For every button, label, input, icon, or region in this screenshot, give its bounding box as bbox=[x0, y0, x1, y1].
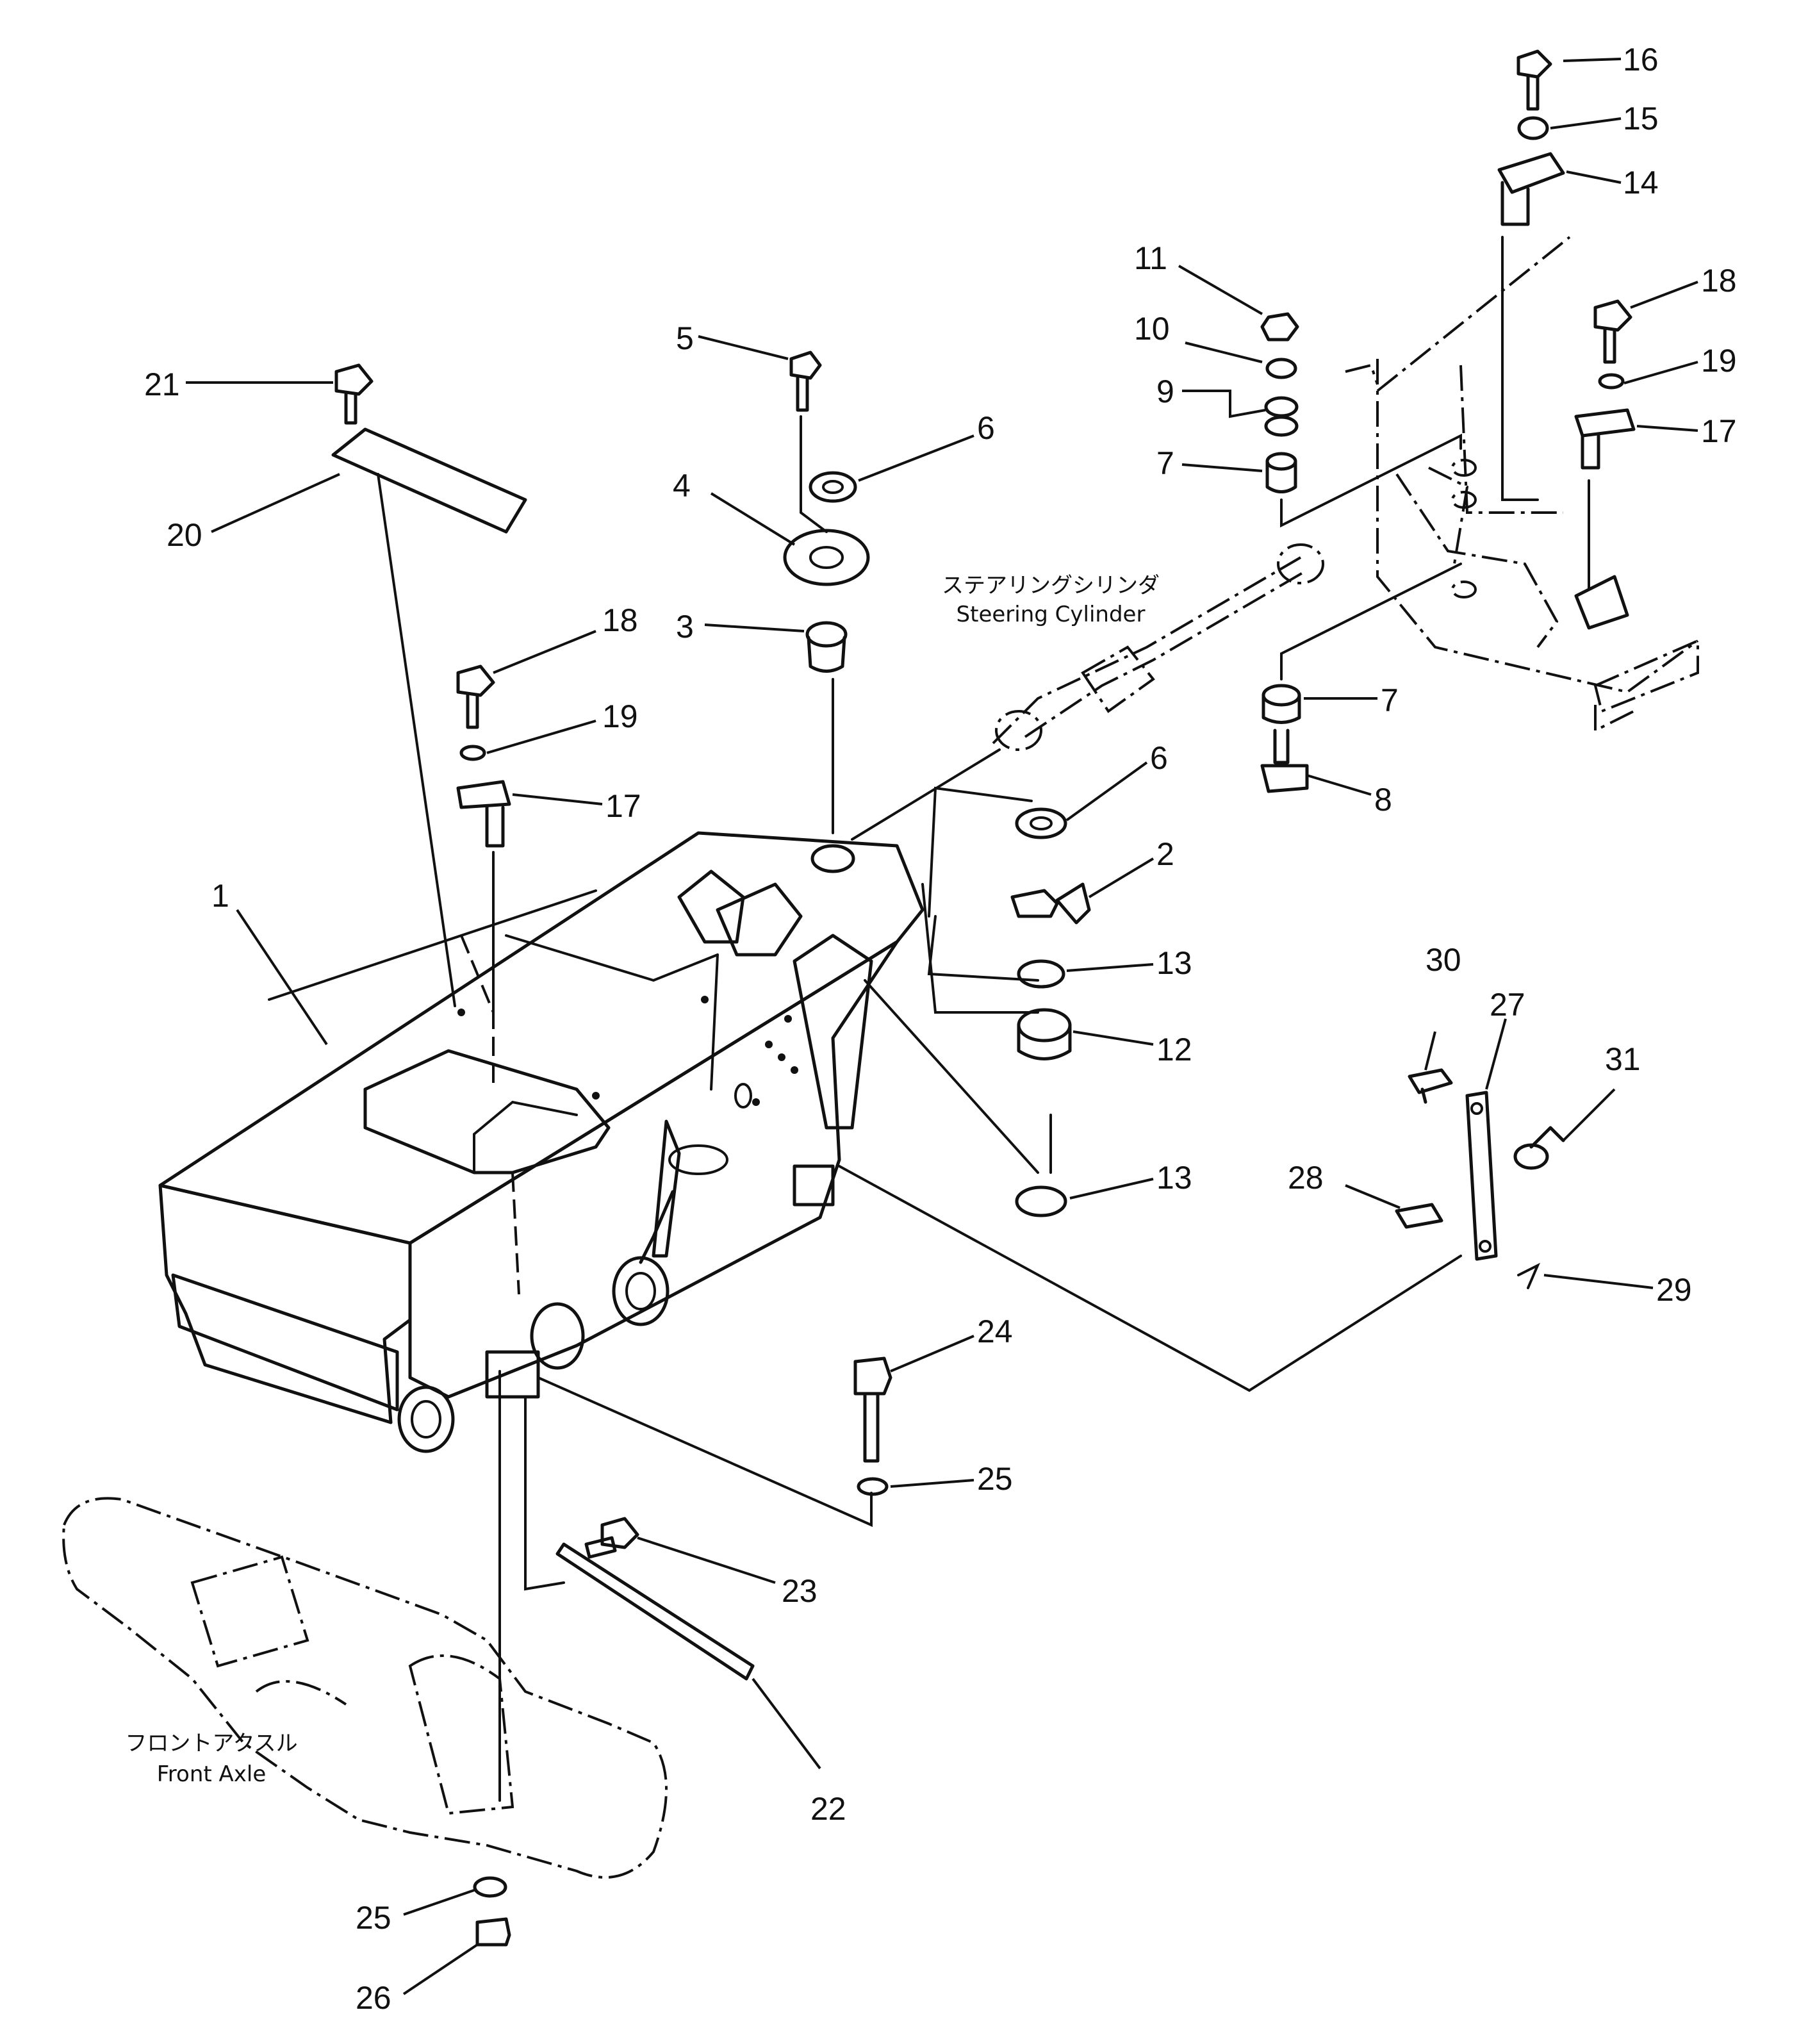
callout-17-left: 17 bbox=[605, 788, 641, 824]
callout-18-left: 18 bbox=[602, 602, 638, 638]
callout-5: 5 bbox=[676, 320, 694, 356]
callout-17-right: 17 bbox=[1701, 413, 1737, 449]
callout-3: 3 bbox=[676, 609, 694, 645]
callout-26: 26 bbox=[356, 1980, 391, 2016]
callout-12: 12 bbox=[1156, 1032, 1192, 1067]
callout-13-upper: 13 bbox=[1156, 945, 1192, 981]
callout-27: 27 bbox=[1490, 987, 1525, 1023]
steering-cylinder-caption-en: Steering Cylinder bbox=[957, 602, 1146, 627]
callout-8: 8 bbox=[1374, 782, 1392, 818]
callout-18-right: 18 bbox=[1701, 263, 1737, 299]
callout-19-right: 19 bbox=[1701, 343, 1737, 379]
callout-25-right: 25 bbox=[977, 1461, 1013, 1497]
front-axle-caption-jp: フロントアクスル bbox=[125, 1731, 297, 1756]
callout-29: 29 bbox=[1656, 1272, 1692, 1308]
callout-11: 11 bbox=[1134, 240, 1167, 276]
callout-16: 16 bbox=[1623, 42, 1659, 78]
small-parts bbox=[331, 49, 1636, 1947]
leader-lines bbox=[186, 58, 1698, 1995]
callout-21: 21 bbox=[144, 367, 180, 402]
front-axle bbox=[62, 1497, 668, 1879]
rear-frame bbox=[1345, 236, 1699, 733]
callout-22: 22 bbox=[810, 1791, 846, 1827]
callout-13-lower: 13 bbox=[1156, 1160, 1192, 1196]
callout-4: 4 bbox=[673, 468, 691, 504]
callout-28: 28 bbox=[1288, 1160, 1324, 1196]
callout-2: 2 bbox=[1156, 836, 1174, 872]
callout-25-bottom: 25 bbox=[356, 1900, 391, 1936]
steering-cylinder bbox=[851, 543, 1324, 841]
assembly-lines bbox=[377, 236, 1590, 1802]
callout-15: 15 bbox=[1623, 101, 1659, 136]
callout-24: 24 bbox=[977, 1314, 1013, 1349]
front-axle-caption-en: Front Axle bbox=[157, 1761, 267, 1787]
callout-7-upper: 7 bbox=[1156, 445, 1174, 481]
callout-23: 23 bbox=[782, 1573, 818, 1609]
callout-1: 1 bbox=[211, 878, 229, 914]
callout-20: 20 bbox=[167, 517, 202, 553]
steering-cylinder-caption-jp: ステアリングシリンダ bbox=[942, 573, 1160, 598]
callout-labels: 16 15 14 11 18 10 19 9 17 7 5 6 4 21 20 … bbox=[144, 42, 1737, 2016]
callout-19-left: 19 bbox=[602, 698, 638, 734]
callout-14: 14 bbox=[1623, 165, 1659, 201]
callout-6-lower: 6 bbox=[1150, 740, 1168, 776]
callout-9: 9 bbox=[1156, 374, 1174, 409]
callout-6-upper: 6 bbox=[977, 410, 995, 446]
front-frame bbox=[158, 831, 925, 1453]
callout-7-lower: 7 bbox=[1381, 682, 1399, 718]
callout-31: 31 bbox=[1605, 1041, 1641, 1077]
callout-10: 10 bbox=[1134, 311, 1170, 347]
callout-30: 30 bbox=[1426, 942, 1461, 978]
